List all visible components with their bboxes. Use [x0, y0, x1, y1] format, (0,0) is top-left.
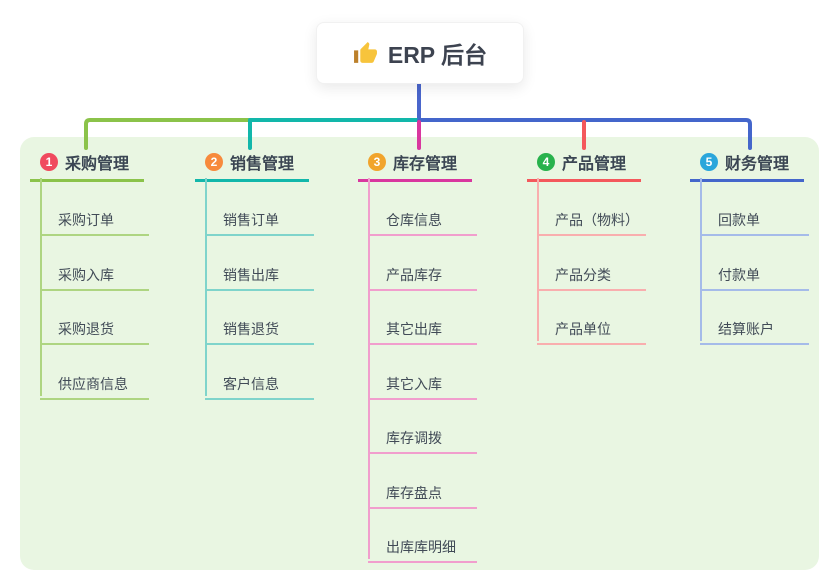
branch-sales-header[interactable]: 2 销售管理 — [195, 150, 309, 182]
child-label: 采购退货 — [58, 321, 114, 337]
child-label: 销售订单 — [223, 212, 279, 228]
branch-number-badge: 2 — [205, 153, 223, 171]
branch-inventory: 3 库存管理 仓库信息 产品库存 其它出库 其它入库 库存调拨 库存盘点 出库库… — [358, 0, 477, 588]
root-title: ERP 后台 — [387, 42, 488, 68]
child-label: 采购入库 — [58, 267, 114, 283]
child-node[interactable]: 出库库明细 — [368, 531, 477, 563]
child-node[interactable]: 供应商信息 — [40, 368, 149, 400]
branch-finance-header[interactable]: 5 财务管理 — [690, 150, 804, 182]
child-node[interactable]: 产品分类 — [537, 259, 646, 291]
branch-label: 销售管理 — [230, 156, 295, 173]
branch-product: 4 产品管理 产品（物料） 产品分类 产品单位 — [527, 0, 646, 588]
child-label: 销售退货 — [223, 321, 279, 337]
branch-trunk-line — [205, 178, 207, 396]
branch-trunk-line — [40, 178, 42, 396]
child-node[interactable]: 销售退货 — [205, 313, 314, 345]
child-label: 结算账户 — [718, 321, 774, 337]
branch-product-header[interactable]: 4 产品管理 — [527, 150, 641, 182]
thumbs-up-icon — [353, 41, 378, 66]
branch-number-badge: 1 — [40, 153, 58, 171]
child-label: 采购订单 — [58, 212, 114, 228]
branch-label: 采购管理 — [65, 156, 130, 173]
child-node[interactable]: 回款单 — [700, 204, 809, 236]
branch-trunk-line — [537, 178, 539, 341]
branch-number-badge: 3 — [368, 153, 386, 171]
child-label: 产品库存 — [386, 267, 442, 283]
child-label: 其它入库 — [386, 376, 442, 392]
branch-sales: 2 销售管理 销售订单 销售出库 销售退货 客户信息 — [195, 0, 314, 588]
branch-number-badge: 4 — [537, 153, 555, 171]
branch-trunk-line — [368, 178, 370, 559]
child-label: 产品分类 — [555, 267, 611, 283]
child-node[interactable]: 产品（物料） — [537, 204, 646, 236]
branch-label: 库存管理 — [393, 156, 458, 173]
child-label: 产品单位 — [555, 321, 611, 337]
child-label: 客户信息 — [223, 376, 279, 392]
child-label: 回款单 — [718, 212, 760, 228]
child-node[interactable]: 结算账户 — [700, 313, 809, 345]
child-node[interactable]: 库存盘点 — [368, 477, 477, 509]
child-node[interactable]: 付款单 — [700, 259, 809, 291]
child-label: 产品（物料） — [555, 212, 639, 228]
child-label: 付款单 — [718, 267, 760, 283]
child-label: 仓库信息 — [386, 212, 442, 228]
child-node[interactable]: 其它出库 — [368, 313, 477, 345]
branch-inventory-header[interactable]: 3 库存管理 — [358, 150, 472, 182]
branch-purchase-header[interactable]: 1 采购管理 — [30, 150, 144, 182]
child-node[interactable]: 销售订单 — [205, 204, 314, 236]
branch-label: 产品管理 — [562, 156, 627, 173]
child-label: 出库库明细 — [386, 539, 456, 555]
branch-finance: 5 财务管理 回款单 付款单 结算账户 — [690, 0, 809, 588]
board-background — [20, 137, 819, 570]
child-label: 其它出库 — [386, 321, 442, 337]
child-node[interactable]: 库存调拨 — [368, 422, 477, 454]
child-label: 供应商信息 — [58, 376, 128, 392]
child-node[interactable]: 采购入库 — [40, 259, 149, 291]
branch-number-badge: 5 — [700, 153, 718, 171]
child-node[interactable]: 其它入库 — [368, 368, 477, 400]
child-node[interactable]: 销售出库 — [205, 259, 314, 291]
branch-label: 财务管理 — [725, 156, 790, 173]
child-node[interactable]: 产品库存 — [368, 259, 477, 291]
child-label: 库存调拨 — [386, 430, 442, 446]
child-node[interactable]: 客户信息 — [205, 368, 314, 400]
child-label: 销售出库 — [223, 267, 279, 283]
child-node[interactable]: 采购退货 — [40, 313, 149, 345]
branch-purchase: 1 采购管理 采购订单 采购入库 采购退货 供应商信息 — [30, 0, 149, 588]
child-node[interactable]: 采购订单 — [40, 204, 149, 236]
child-label: 库存盘点 — [386, 485, 442, 501]
child-node[interactable]: 仓库信息 — [368, 204, 477, 236]
branch-trunk-line — [700, 178, 702, 341]
child-node[interactable]: 产品单位 — [537, 313, 646, 345]
